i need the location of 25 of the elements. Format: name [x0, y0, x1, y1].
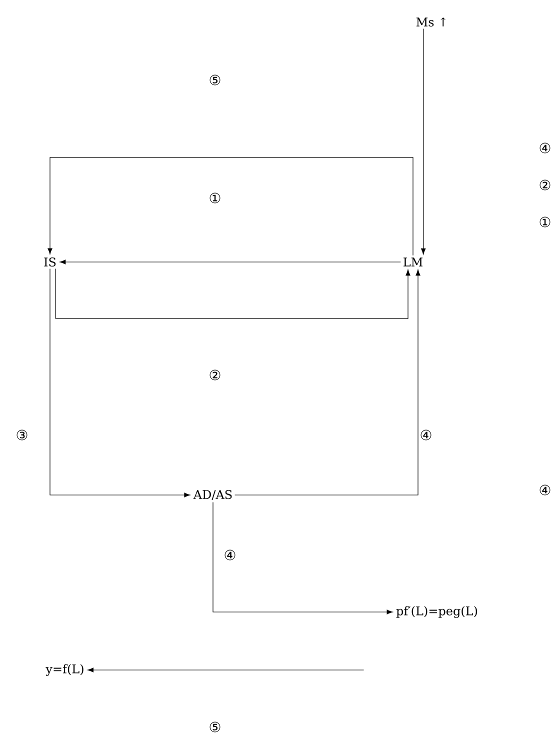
step-number: ③ [16, 430, 28, 440]
step-number: ④ [540, 142, 550, 154]
step-number: ② [210, 370, 220, 380]
node-label: AD/AS [193, 490, 232, 500]
step-number: ② [540, 180, 550, 190]
arrow [234, 270, 420, 496]
arrow [55, 268, 410, 319]
arrow [88, 668, 364, 672]
step-number: ④ [420, 430, 432, 440]
arrow [48, 157, 414, 256]
arrow [212, 502, 393, 614]
step-number: ④ [224, 550, 236, 560]
node-label: LM [404, 258, 422, 266]
node-label: y=f(L) [46, 664, 84, 676]
step-number: ⑤ [210, 722, 220, 732]
arrow [60, 260, 401, 264]
arrow [421, 28, 426, 254]
step-number: ⑤ [210, 74, 220, 86]
arrow [50, 268, 190, 498]
node-label: pf′(L)=peg(L) [396, 606, 478, 618]
step-number: ① [210, 192, 220, 204]
node-label: IS [44, 257, 56, 267]
step-number: ④ [540, 484, 550, 496]
step-number: ① [540, 216, 550, 228]
node-label: Ms ↑ [416, 17, 446, 27]
